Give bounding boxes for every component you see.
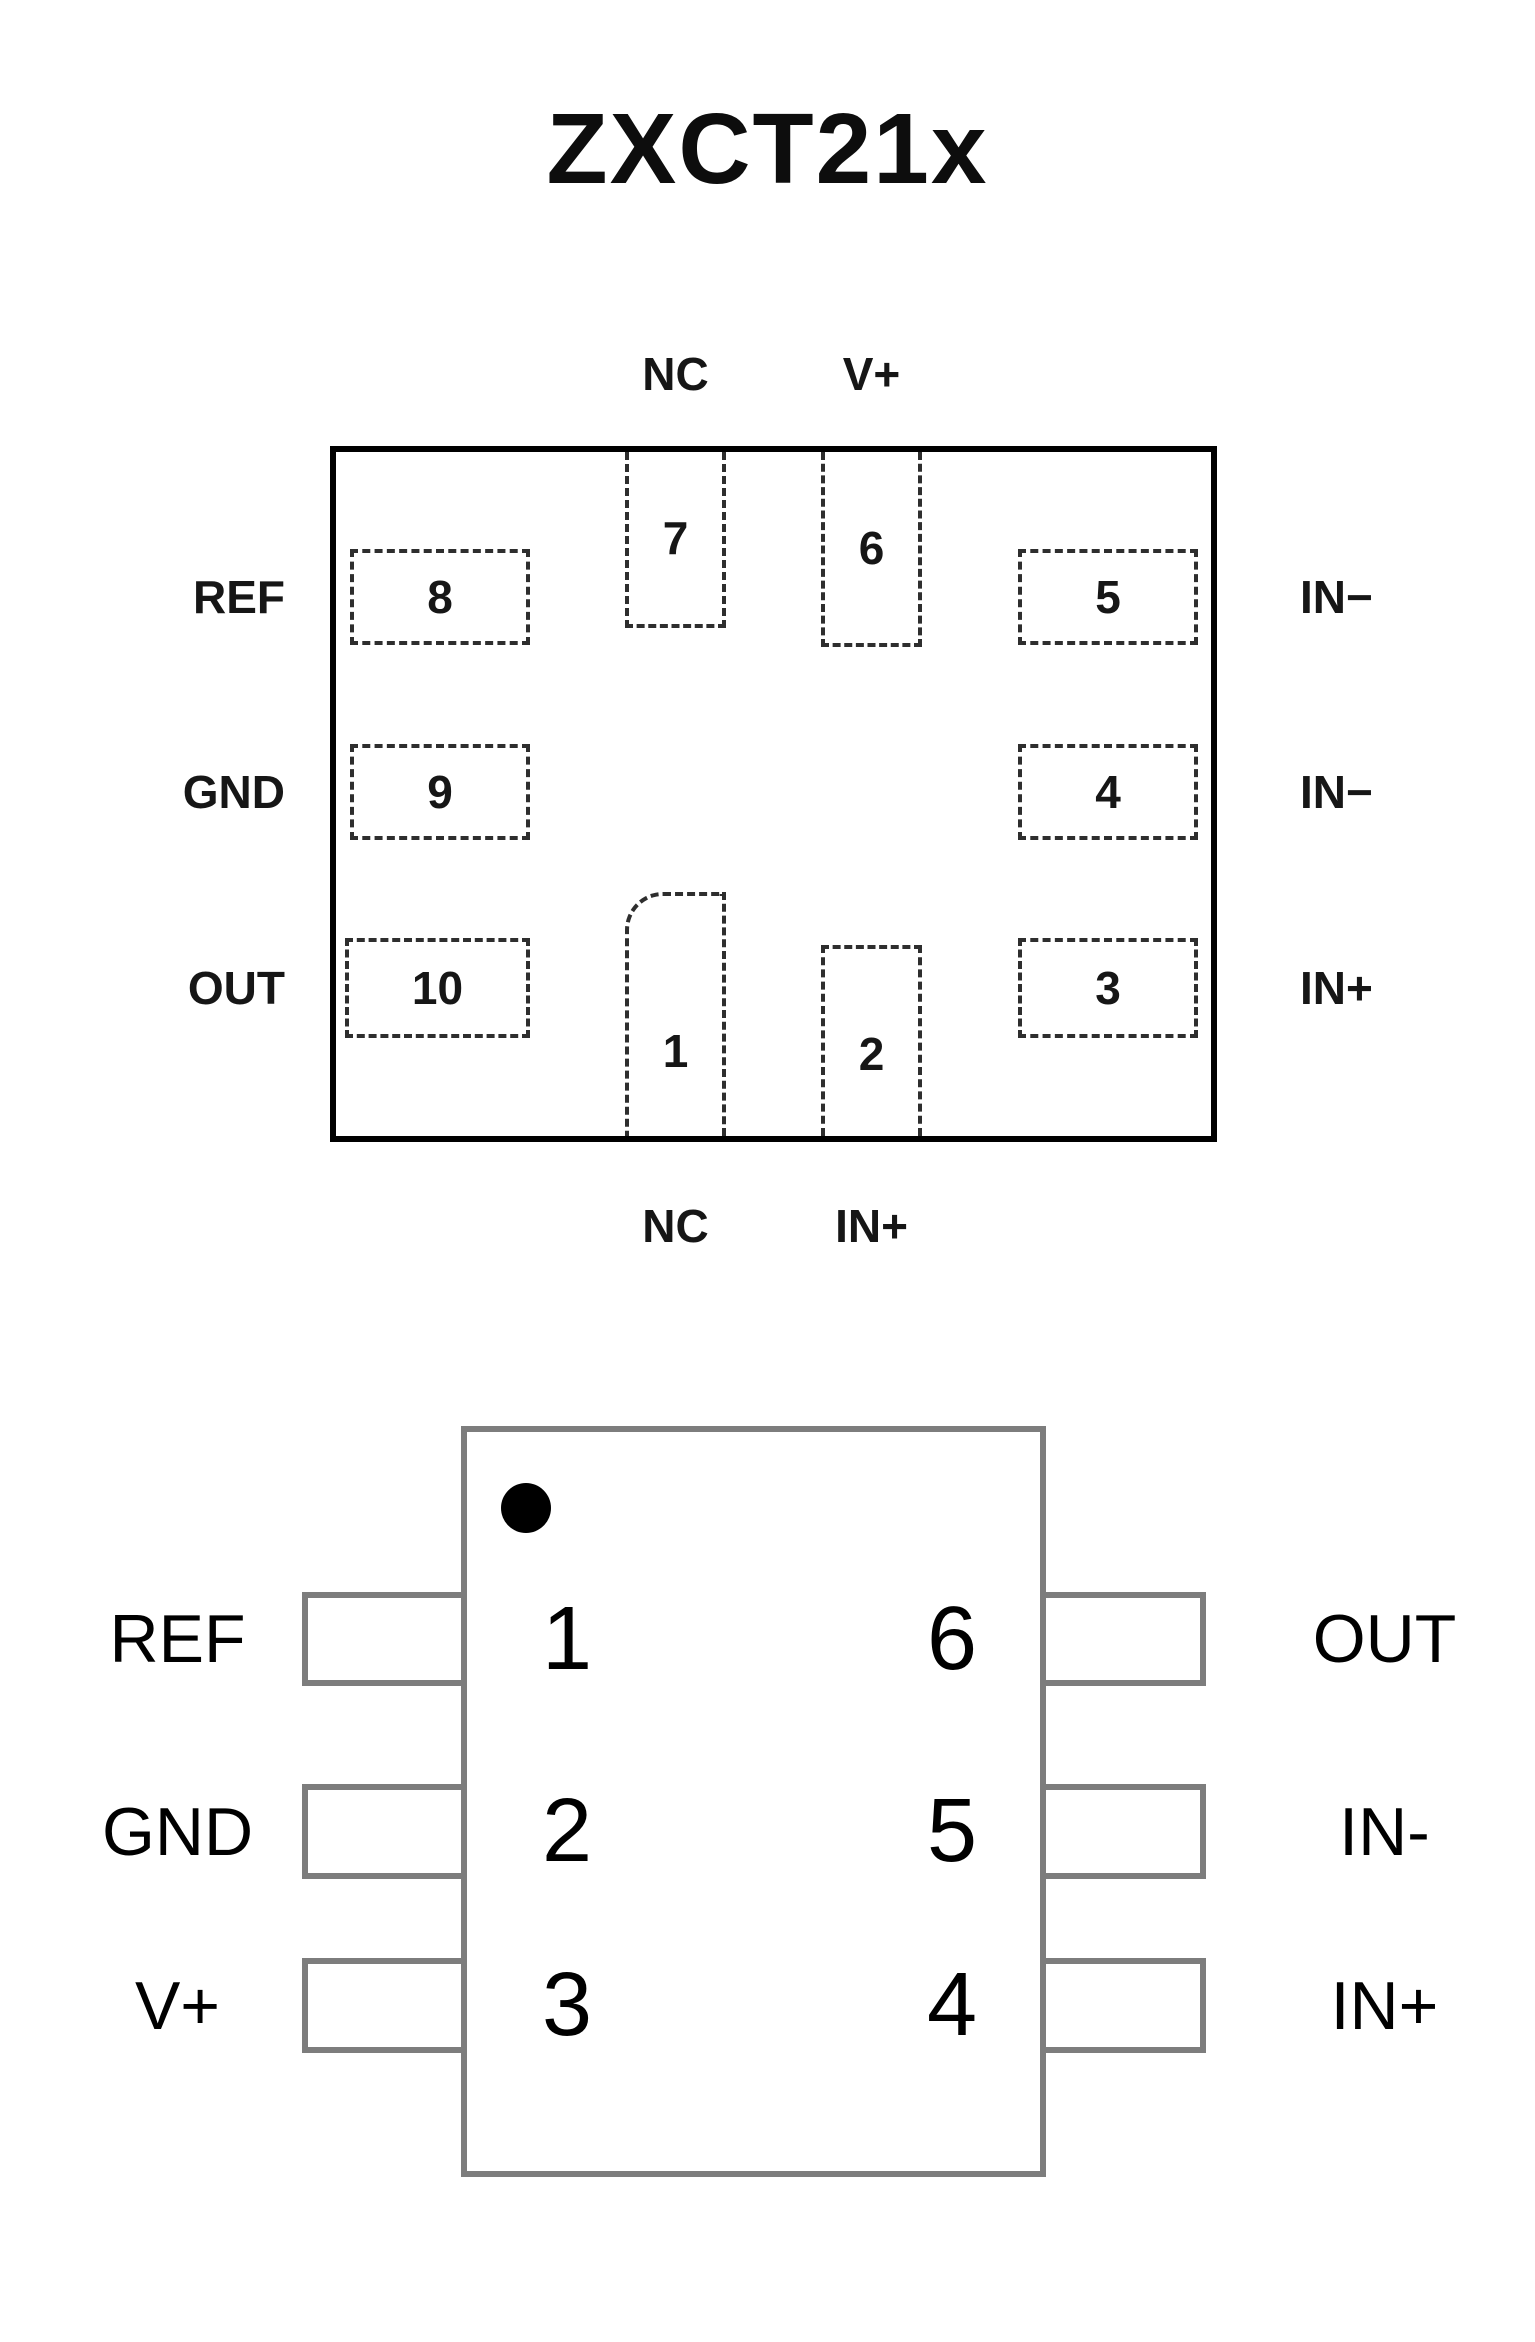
dfn-top-label-vplus: V+	[842, 348, 901, 400]
sot-right-label-inplus: IN+	[1330, 1967, 1439, 2044]
dfn-right-label-inminus-b: IN−	[1300, 766, 1373, 818]
dfn-pin-4-number: 4	[1095, 766, 1121, 818]
dfn-pin-8-pad: 8	[350, 549, 530, 645]
dfn-package-outline	[330, 446, 1217, 1142]
dfn-pin-10-number: 10	[411, 962, 464, 1014]
dfn-pin-7-number: 7	[662, 512, 689, 564]
dfn-pin-6-number: 6	[858, 521, 885, 574]
sot-pin-3-stub	[302, 1958, 461, 2053]
dfn-left-label-out: OUT	[187, 962, 285, 1014]
sot-pin-1-stub	[302, 1592, 461, 1686]
dfn-pin-8-number: 8	[427, 571, 453, 623]
dfn-pin-5-pad: 5	[1018, 549, 1198, 645]
sot-left-label-gnd: GND	[101, 1793, 254, 1870]
sot-pin-3-number: 3	[541, 1955, 593, 2055]
dfn-right-label-inminus-a: IN−	[1300, 571, 1373, 623]
dfn-pin-10-pad: 10	[345, 938, 530, 1038]
sot-right-label-out: OUT	[1312, 1601, 1457, 1677]
dfn-pin-6-pad: 6	[821, 452, 922, 647]
dfn-pin-7-pad: 7	[625, 452, 726, 628]
dfn-right-label-inplus: IN+	[1300, 962, 1373, 1014]
sot-pin-6-stub	[1040, 1592, 1206, 1686]
sot-pin-1-number: 1	[541, 1588, 593, 1689]
dfn-pin-2-number: 2	[858, 1028, 885, 1080]
sot-pin-5-stub	[1040, 1784, 1206, 1879]
dfn-pin-1-number: 1	[662, 1025, 689, 1077]
sot-right-label-inminus: IN-	[1339, 1793, 1430, 1870]
dfn-top-label-nc: NC	[642, 348, 709, 400]
sot-pin-4-stub	[1040, 1958, 1206, 2053]
dfn-bottom-label-nc: NC	[642, 1199, 709, 1252]
dfn-pin-1-pad: 1	[625, 892, 726, 1136]
sot-left-label-vplus: V+	[134, 1967, 221, 2044]
dfn-bottom-label-inplus: IN+	[835, 1199, 908, 1252]
dfn-pin-3-pad: 3	[1018, 938, 1198, 1038]
sot-pin-5-number: 5	[926, 1781, 978, 1881]
dfn-pin-2-pad: 2	[821, 945, 922, 1136]
dfn-pin-3-number: 3	[1095, 962, 1121, 1014]
chip-title: ZXCT21x	[546, 93, 989, 205]
sot-pin-4-number: 4	[926, 1955, 978, 2055]
dfn-pin-9-pad: 9	[350, 744, 530, 840]
sot-pin-6-number: 6	[926, 1588, 978, 1689]
sot-pin-2-stub	[302, 1784, 461, 1879]
dfn-left-label-ref: REF	[193, 571, 285, 623]
sot-left-label-ref: REF	[109, 1601, 246, 1677]
dfn-pin-4-pad: 4	[1018, 744, 1198, 840]
sot-pin-2-number: 2	[541, 1781, 593, 1881]
dfn-pin-5-number: 5	[1095, 571, 1121, 623]
pin1-indicator-dot	[501, 1483, 551, 1533]
dfn-left-label-gnd: GND	[182, 766, 285, 818]
dfn-pin-9-number: 9	[427, 766, 453, 818]
sot-package-outline	[461, 1426, 1046, 2177]
